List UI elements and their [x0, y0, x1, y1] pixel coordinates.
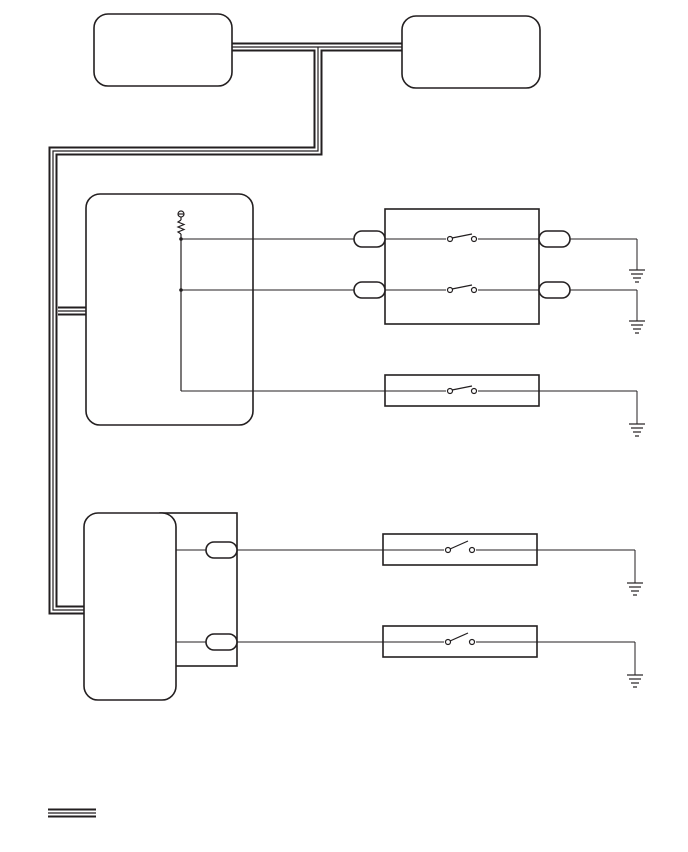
ecu-top-left	[93, 13, 233, 87]
connector	[538, 281, 571, 299]
module-bottom	[83, 512, 177, 701]
ground-icon	[629, 423, 645, 437]
switch-box-bottom-1	[382, 533, 538, 566]
connector	[538, 230, 571, 248]
ground-icon	[629, 320, 645, 334]
communication-bus	[48, 42, 402, 615]
switch-box-bottom-2	[382, 625, 538, 658]
pull-up-resistor	[176, 210, 186, 391]
switch-symbol	[446, 233, 478, 245]
ground-icon	[627, 674, 643, 688]
connector	[353, 230, 386, 248]
module-middle	[85, 193, 254, 426]
connector	[205, 633, 238, 651]
connector	[353, 281, 386, 299]
ground-icon	[629, 269, 645, 283]
connector	[205, 541, 238, 559]
ecu-top-right	[401, 15, 541, 89]
switch-box-dual	[384, 208, 540, 325]
ground-icon	[627, 582, 643, 596]
switch-box-single	[384, 374, 540, 407]
switch-symbol	[446, 284, 478, 296]
